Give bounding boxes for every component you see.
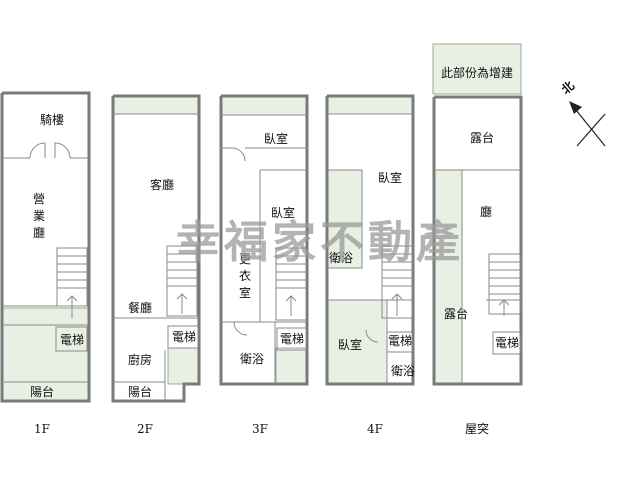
room-label-bath-top: 衛浴: [329, 251, 353, 265]
door-swing-icon: [365, 329, 379, 343]
room-label-dining: 餐廳: [128, 300, 152, 315]
room-label-elevator: 電梯: [172, 330, 196, 344]
floor-label: 2F: [137, 422, 153, 436]
elevator-box: [55, 326, 88, 352]
room-label-balcony: 陽台: [30, 384, 54, 399]
green-area: [326, 169, 363, 269]
room-label-terrace-mid: 露台: [444, 306, 468, 321]
room-label-bedroom-bottom: 臥室: [338, 337, 362, 352]
floor-1f: 騎樓 營業廳 電梯 陽台 1F: [0, 91, 91, 436]
staircase: [166, 245, 198, 317]
north-arrow-icon: [569, 101, 582, 114]
room-label-arcade: 騎樓: [40, 112, 64, 127]
room-label-bedroom-mid: 臥室: [271, 205, 295, 220]
elevator-box: [167, 325, 199, 349]
floor-label: 屋突: [465, 421, 489, 436]
staircase: [275, 247, 307, 321]
door-swing-icon: [233, 321, 248, 336]
room-label-hall: 廳: [480, 204, 492, 219]
addition-area: [432, 43, 522, 95]
room-label-bath-bottom: 衛浴: [391, 364, 415, 378]
floor-4f: 臥室 衛浴 臥室 電梯 衛浴 4F: [325, 94, 415, 436]
addition-note: 此部份為增建: [441, 65, 513, 80]
north-arrow: 北: [558, 78, 606, 147]
green-area: [326, 95, 414, 115]
floor-label: 1F: [34, 422, 50, 436]
green-area: [112, 95, 200, 115]
room-label-closet: 更衣室: [239, 252, 251, 300]
room-label-balcony: 陽台: [128, 384, 152, 399]
green-area: [433, 169, 463, 385]
double-door-icon: [29, 142, 71, 159]
room-label-bedroom-top: 臥室: [378, 170, 402, 185]
floor-3f: 臥室 臥室 更衣室 衛浴 電梯 3F: [219, 94, 309, 436]
room-label-business-hall: 營業廳: [33, 192, 45, 240]
room-label-kitchen: 廚房: [128, 352, 152, 367]
room-label-bath: 衛浴: [240, 352, 264, 366]
room-label-living: 客廳: [150, 177, 174, 192]
green-area: [167, 347, 199, 385]
floor-2f: 客廳 餐廳 廚房 電梯 陽台 2F: [111, 94, 201, 436]
elevator-box: [386, 331, 413, 353]
elevator-box: [276, 327, 307, 351]
green-area: [220, 95, 308, 116]
north-label: 北: [558, 78, 577, 97]
staircase: [381, 245, 413, 319]
watermark: 幸福家不動產: [176, 217, 464, 268]
room-label-elevator: 電梯: [495, 336, 519, 350]
door-swing-icon: [231, 147, 246, 162]
elevator-box: [492, 331, 521, 355]
room-label-terrace-top: 露台: [470, 130, 494, 145]
green-area: [1, 307, 90, 402]
green-area: [275, 347, 308, 385]
floor-label: 3F: [252, 422, 268, 436]
room-label-elevator: 電梯: [60, 333, 84, 347]
room-label-elevator: 電梯: [280, 332, 304, 346]
room-label-elevator: 電梯: [388, 334, 412, 348]
room-label-bedroom-top: 臥室: [264, 131, 288, 146]
floor-roof: 此部份為增建 露台 廳 露台 電梯 屋突: [432, 43, 523, 436]
floor-label: 4F: [367, 422, 383, 436]
